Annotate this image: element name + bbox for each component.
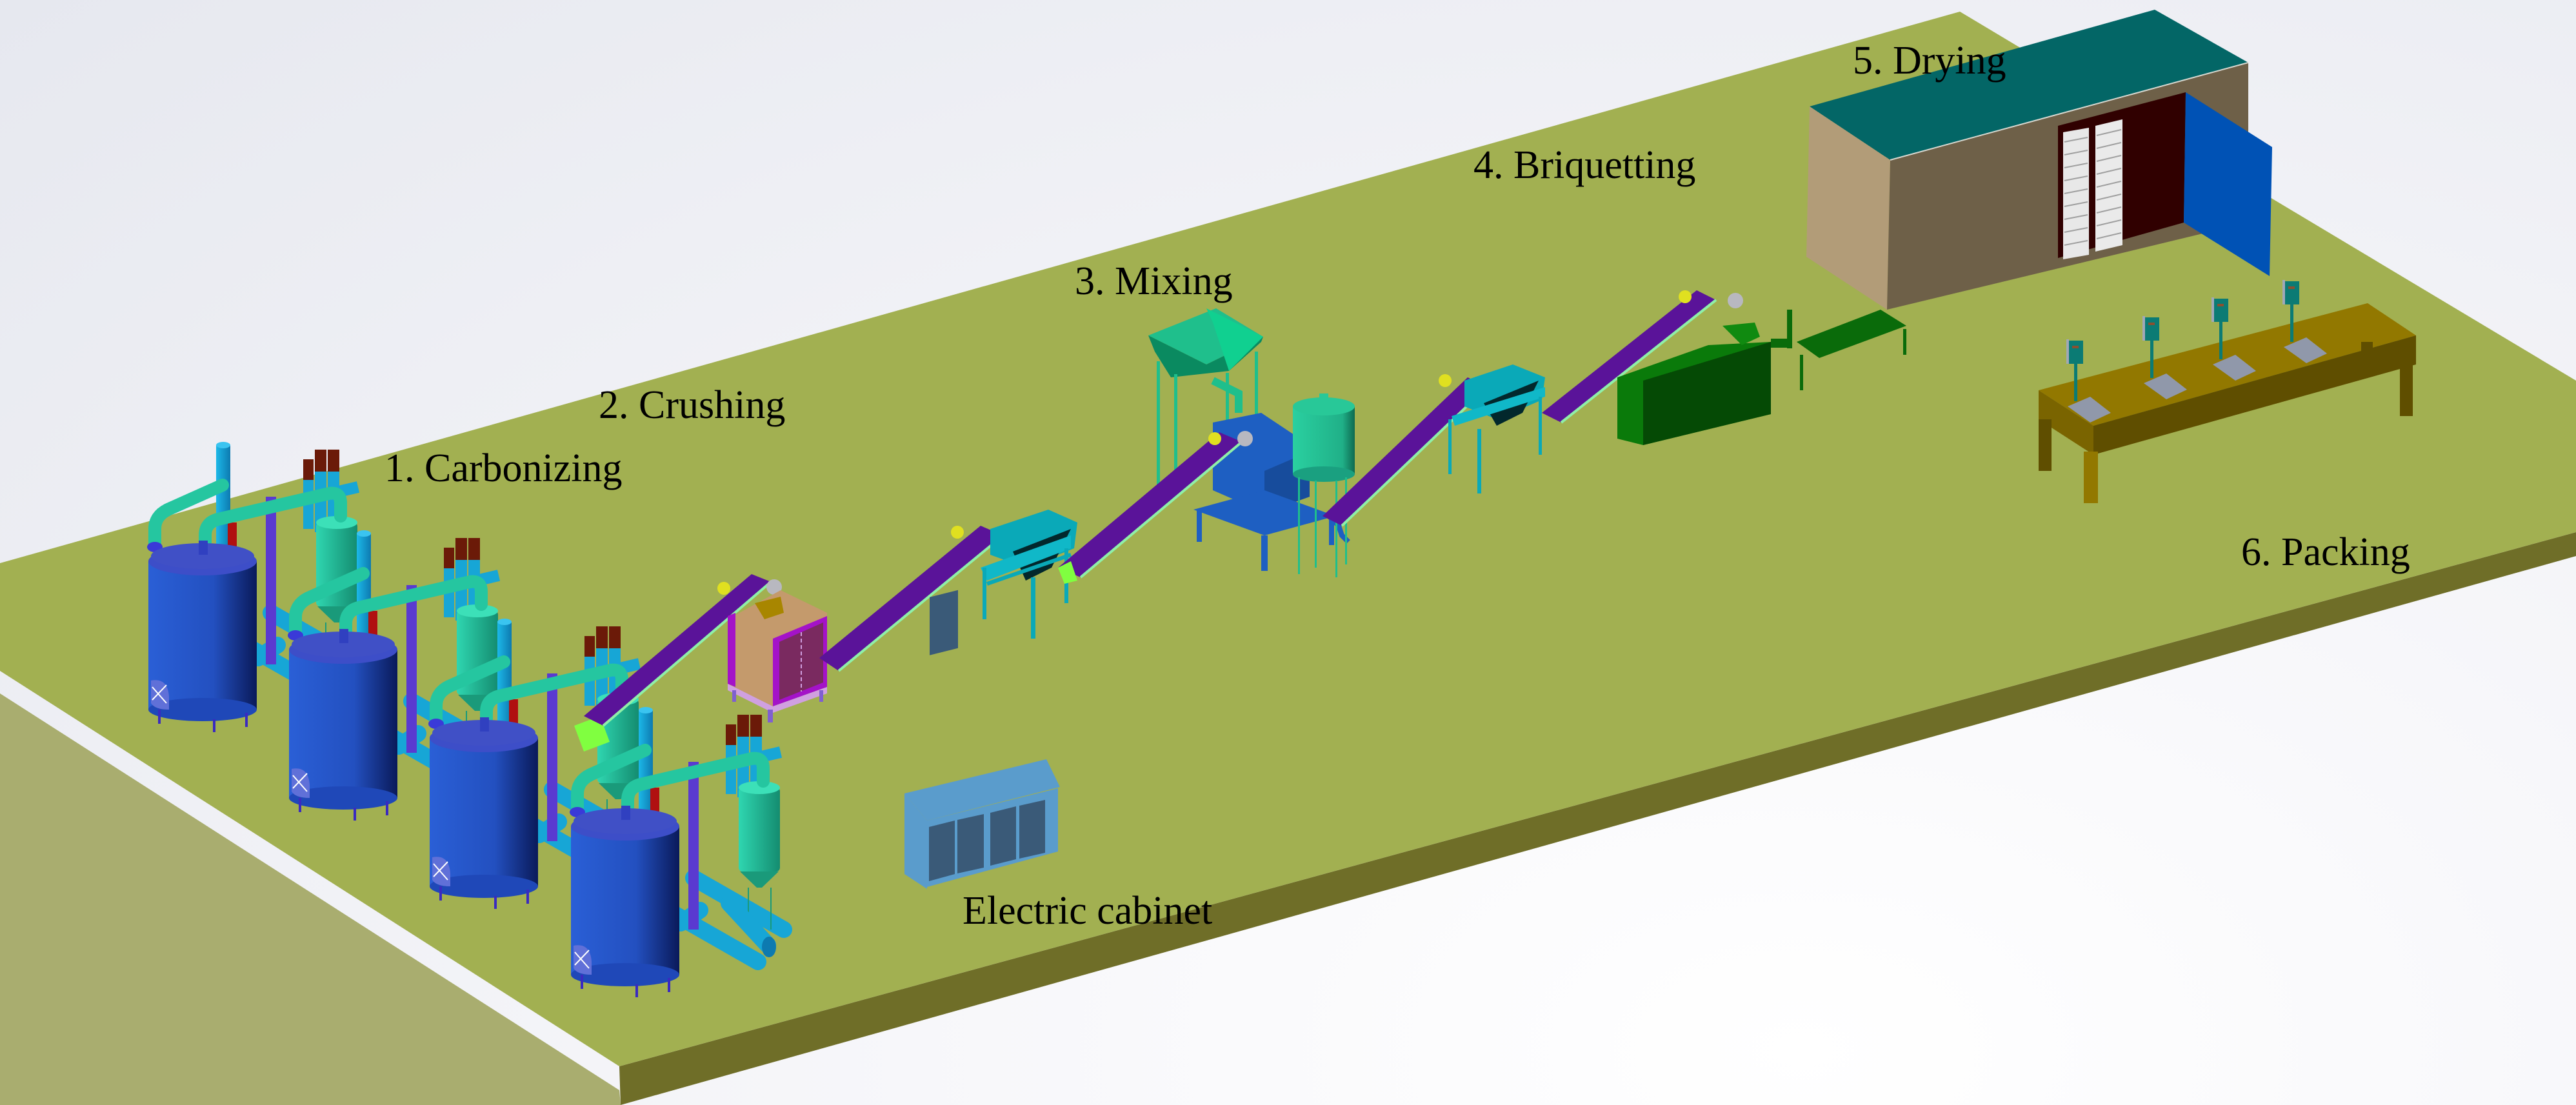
screw-feeder-hopper-2 [1448, 364, 1545, 493]
briquette-extruder [1617, 310, 1792, 445]
crushing-section [574, 510, 1077, 752]
belt-conveyor-1 [584, 574, 782, 727]
carbonizing-section [147, 442, 784, 997]
drying-side-wall [1806, 106, 1890, 310]
stage-label-crushing: 2. Crushing [599, 383, 785, 427]
belt-conveyor-5 [1542, 290, 1743, 424]
belt-conveyor-3 [1058, 431, 1253, 584]
water-tank [1293, 393, 1355, 577]
crusher [728, 590, 827, 722]
stage-label-briquetting: 4. Briquetting [1473, 143, 1695, 187]
floor-front-face [619, 532, 2576, 1105]
electric-cabinet [904, 590, 1060, 889]
drying-tray-carts [2063, 119, 2122, 259]
floor-left-face [0, 693, 621, 1105]
mixing-section [1058, 308, 1545, 584]
screw-feeder-hopper [981, 510, 1077, 639]
drying-roof [1810, 10, 2248, 160]
electric-cabinet-label: Electric cabinet [963, 889, 1212, 933]
weighing-scale [2066, 339, 2111, 423]
stage-label-carbonizing: 1. Carbonizing [384, 446, 623, 490]
drying-room [1806, 10, 2272, 310]
stage-label-packing: 6. Packing [2241, 530, 2410, 574]
drying-door[interactable] [2184, 92, 2272, 276]
stage-label-mixing: 3. Mixing [1075, 259, 1233, 303]
briquetting-section [1542, 290, 1906, 445]
stage-label-drying: 5. Drying [1853, 39, 2006, 83]
briquette-output-table [1797, 310, 1906, 390]
packing-section [2039, 280, 2416, 503]
